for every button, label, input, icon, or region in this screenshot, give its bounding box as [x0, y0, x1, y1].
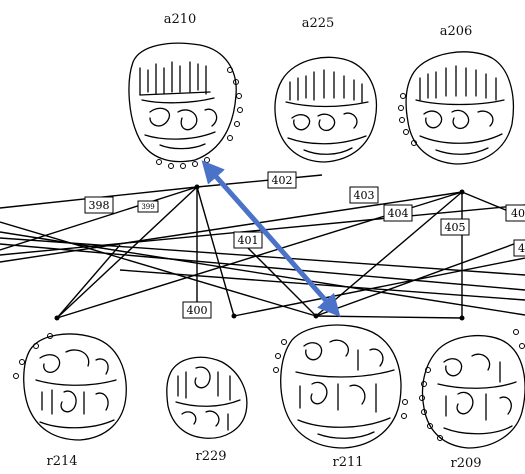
edge-label-402-text: 402 [272, 174, 293, 187]
edge-label-403-text: 403 [354, 189, 375, 202]
link-node [459, 189, 465, 195]
link-line [315, 315, 463, 319]
edge-label-405-text: 405 [445, 221, 466, 234]
coin-label-a206: a206 [440, 24, 473, 39]
link-node [313, 313, 319, 319]
coin-r229: r229 [166, 356, 248, 464]
link-node [459, 315, 465, 321]
coin-a225: a225 [274, 16, 378, 163]
link-line [315, 239, 525, 317]
edge-label-401-text: 401 [238, 234, 259, 247]
edge-label-401: 401 [233, 231, 263, 249]
coin-label-r209: r209 [450, 456, 481, 471]
coin-r211-pellets [273, 339, 408, 419]
edge-label-404-text: 404 [388, 207, 409, 220]
edge-label-40-text: 40 [511, 207, 525, 220]
edge-label-4-text: 4 [518, 242, 525, 255]
coin-a225-drawing [274, 56, 378, 163]
link-line [233, 257, 525, 317]
coin-r209: r209 [419, 329, 525, 471]
edge-label-399: 399 [137, 200, 159, 213]
edge-label-403: 403 [349, 186, 379, 204]
highlight-double-arrow [201, 160, 341, 318]
coin-a210: a210 [128, 12, 243, 169]
coin-a210-pellets [156, 67, 243, 169]
coin-label-a210: a210 [164, 12, 197, 27]
edge-label-40-partial: 40 [505, 204, 525, 222]
coin-r214-pellets [13, 333, 53, 379]
edge-label-400-text: 400 [187, 304, 208, 317]
link-node [54, 315, 60, 321]
link-line [56, 244, 121, 319]
coin-a206: a206 [398, 24, 515, 165]
link-node [194, 184, 200, 190]
edge-label-398: 398 [84, 196, 114, 214]
edge-label-404: 404 [383, 204, 413, 222]
coin-r209-pellets [419, 329, 525, 441]
coin-a206-drawing [405, 51, 515, 165]
edge-label-405: 405 [440, 218, 470, 236]
edge-label-400: 400 [182, 301, 212, 319]
coin-label-r211: r211 [332, 455, 363, 470]
coin-r211: r211 [273, 324, 408, 470]
coin-r214-drawing [23, 333, 127, 441]
coin-a210-drawing [128, 42, 237, 163]
link-node [231, 313, 237, 319]
coin-label-a225: a225 [302, 16, 335, 31]
edge-label-402: 402 [267, 171, 297, 189]
edge-label-399-text: 399 [141, 203, 154, 211]
coin-label-r229: r229 [195, 449, 226, 464]
edge-label-4-partial: 4 [513, 239, 525, 257]
link-line [0, 186, 198, 251]
coin-label-r214: r214 [46, 454, 77, 469]
coin-r209-drawing [421, 334, 525, 449]
coin-r214: r214 [13, 333, 127, 469]
edge-label-398-text: 398 [89, 199, 110, 212]
link-line [196, 186, 235, 317]
coin-a206-pellets [398, 93, 417, 146]
coin-r229-drawing [166, 356, 248, 439]
coin-r211-drawing [280, 324, 402, 449]
link-line [0, 243, 525, 291]
